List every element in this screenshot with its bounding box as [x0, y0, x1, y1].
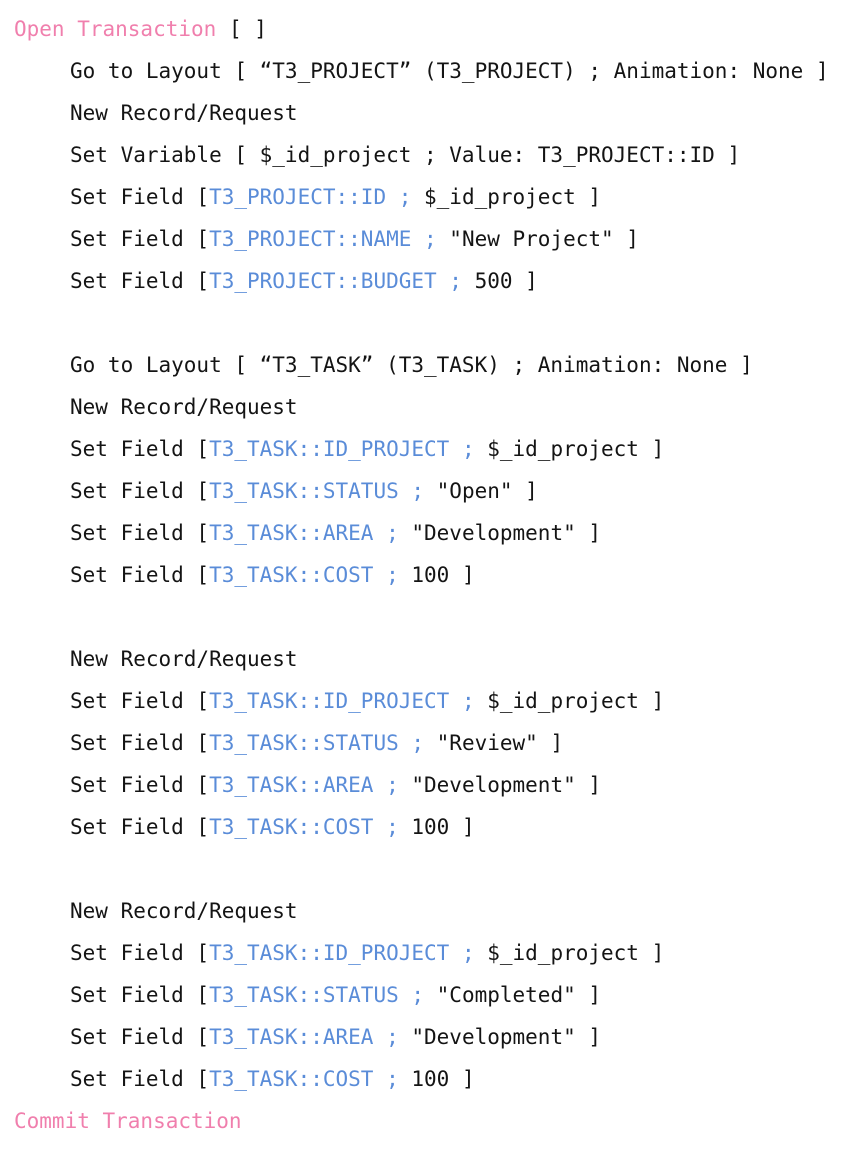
new-record-step: New Record/Request: [70, 647, 298, 671]
step-arguments: [ ]: [216, 17, 267, 41]
script-step-line: Set Field [T3_PROJECT::ID ; $_id_project…: [14, 176, 866, 218]
script-step-line: Set Field [T3_TASK::STATUS ; "Completed"…: [14, 974, 866, 1016]
field-reference: T3_TASK::ID_PROJECT ;: [209, 941, 475, 965]
set-field-step: Set Field [: [70, 773, 210, 797]
set-field-step: Set Field [: [70, 479, 210, 503]
field-reference: T3_TASK::ID_PROJECT ;: [209, 689, 475, 713]
set-field-step: Set Field [: [70, 983, 210, 1007]
script-step-line: New Record/Request: [14, 92, 866, 134]
script-step-line: Set Field [T3_TASK::AREA ; "Development"…: [14, 764, 866, 806]
field-reference: T3_PROJECT::ID ;: [209, 185, 412, 209]
field-value: "Open" ]: [424, 479, 538, 503]
field-reference: T3_PROJECT::NAME ;: [209, 227, 437, 251]
set-field-step: Set Field [: [70, 941, 210, 965]
field-value: $_id_project ]: [474, 689, 665, 713]
open-transaction-keyword: Open Transaction: [14, 17, 217, 41]
script-step-line: Go to Layout [ “T3_TASK” (T3_TASK) ; Ani…: [14, 344, 866, 386]
field-reference: T3_TASK::STATUS ;: [209, 479, 425, 503]
set-field-step: Set Field [: [70, 185, 210, 209]
set-variable-step: Set Variable [ $_id_project ; Value: T3_…: [70, 143, 741, 167]
field-reference: T3_TASK::STATUS ;: [209, 983, 425, 1007]
set-field-step: Set Field [: [70, 521, 210, 545]
field-value: 100 ]: [398, 563, 475, 587]
set-field-step: Set Field [: [70, 815, 210, 839]
script-step-line: Set Field [T3_TASK::ID_PROJECT ; $_id_pr…: [14, 680, 866, 722]
field-reference: T3_TASK::COST ;: [209, 1067, 399, 1091]
set-field-step: Set Field [: [70, 1067, 210, 1091]
field-value: $_id_project ]: [474, 437, 665, 461]
blank-line: [14, 596, 866, 638]
field-value: "Completed" ]: [424, 983, 602, 1007]
script-step-line: Commit Transaction: [14, 1100, 866, 1142]
script-step-line: Set Field [T3_TASK::ID_PROJECT ; $_id_pr…: [14, 428, 866, 470]
go-to-layout-step: Go to Layout [ “T3_PROJECT” (T3_PROJECT)…: [70, 59, 829, 83]
new-record-step: New Record/Request: [70, 395, 298, 419]
field-value: "New Project" ]: [436, 227, 639, 251]
go-to-layout-step: Go to Layout [ “T3_TASK” (T3_TASK) ; Ani…: [70, 353, 753, 377]
blank-line: [14, 848, 866, 890]
field-value: $_id_project ]: [474, 941, 665, 965]
script-step-line: Set Variable [ $_id_project ; Value: T3_…: [14, 134, 866, 176]
field-value: "Development" ]: [398, 773, 602, 797]
commit-transaction-keyword: Commit Transaction: [14, 1109, 242, 1133]
field-reference: T3_PROJECT::BUDGET ;: [209, 269, 462, 293]
field-value: 500 ]: [461, 269, 538, 293]
field-reference: T3_TASK::COST ;: [209, 563, 399, 587]
field-value: $_id_project ]: [411, 185, 602, 209]
set-field-step: Set Field [: [70, 227, 210, 251]
field-value: "Review" ]: [424, 731, 564, 755]
field-value: 100 ]: [398, 815, 475, 839]
script-step-line: Go to Layout [ “T3_PROJECT” (T3_PROJECT)…: [14, 50, 866, 92]
field-reference: T3_TASK::ID_PROJECT ;: [209, 437, 475, 461]
script-step-line: Set Field [T3_TASK::STATUS ; "Review" ]: [14, 722, 866, 764]
set-field-step: Set Field [: [70, 1025, 210, 1049]
new-record-step: New Record/Request: [70, 101, 298, 125]
set-field-step: Set Field [: [70, 689, 210, 713]
script-step-line: Open Transaction [ ]: [14, 8, 866, 50]
field-reference: T3_TASK::AREA ;: [209, 521, 399, 545]
script-step-line: New Record/Request: [14, 638, 866, 680]
blank-line: [14, 302, 866, 344]
field-reference: T3_TASK::COST ;: [209, 815, 399, 839]
script-step-line: Set Field [T3_TASK::COST ; 100 ]: [14, 806, 866, 848]
set-field-step: Set Field [: [70, 269, 210, 293]
field-reference: T3_TASK::AREA ;: [209, 773, 399, 797]
field-reference: T3_TASK::STATUS ;: [209, 731, 425, 755]
field-value: "Development" ]: [398, 521, 602, 545]
field-value: "Development" ]: [398, 1025, 602, 1049]
new-record-step: New Record/Request: [70, 899, 298, 923]
set-field-step: Set Field [: [70, 731, 210, 755]
script-step-line: Set Field [T3_TASK::STATUS ; "Open" ]: [14, 470, 866, 512]
set-field-step: Set Field [: [70, 563, 210, 587]
script-step-line: New Record/Request: [14, 386, 866, 428]
script-step-line: Set Field [T3_TASK::AREA ; "Development"…: [14, 1016, 866, 1058]
field-value: 100 ]: [398, 1067, 475, 1091]
script-step-line: Set Field [T3_TASK::COST ; 100 ]: [14, 554, 866, 596]
script-step-line: Set Field [T3_TASK::COST ; 100 ]: [14, 1058, 866, 1100]
script-step-line: Set Field [T3_PROJECT::BUDGET ; 500 ]: [14, 260, 866, 302]
script-step-line: Set Field [T3_PROJECT::NAME ; "New Proje…: [14, 218, 866, 260]
script-step-line: Set Field [T3_TASK::AREA ; "Development"…: [14, 512, 866, 554]
set-field-step: Set Field [: [70, 437, 210, 461]
script-step-line: New Record/Request: [14, 890, 866, 932]
script-step-line: Set Field [T3_TASK::ID_PROJECT ; $_id_pr…: [14, 932, 866, 974]
field-reference: T3_TASK::AREA ;: [209, 1025, 399, 1049]
